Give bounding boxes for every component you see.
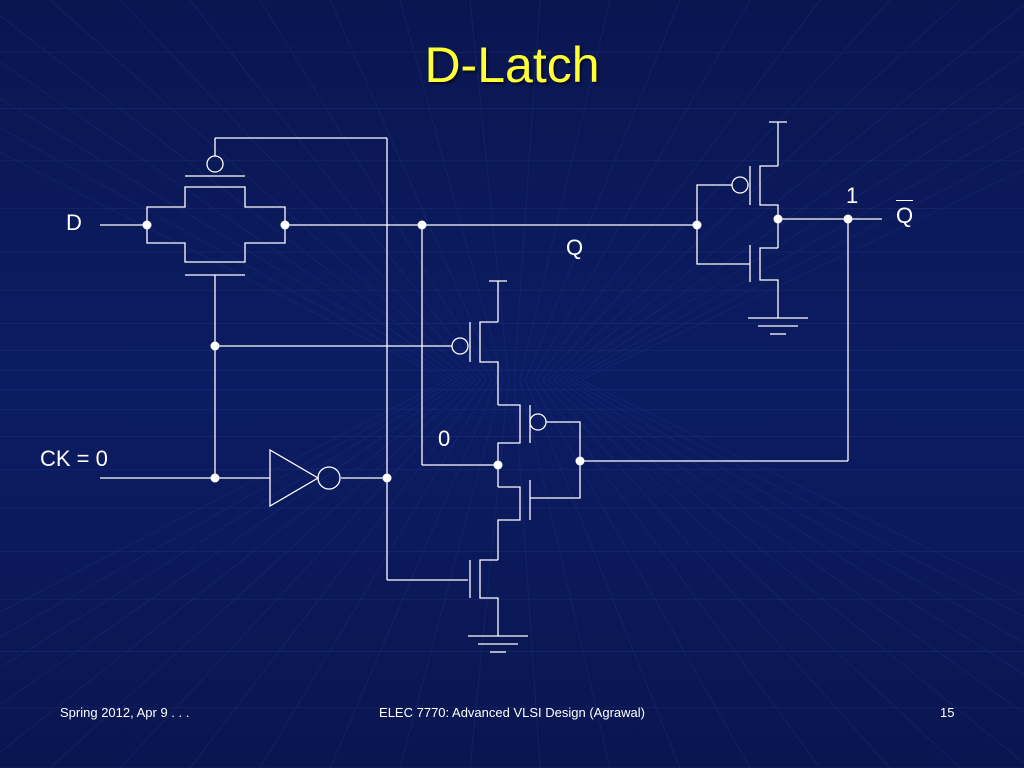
transmission-gate [100,137,387,478]
junction-dot [142,220,152,230]
internal-node-value-label: 0 [438,426,451,451]
pmos-gate-bubble [451,337,469,355]
junction-dot [210,341,220,351]
pmos-gate-bubble [529,413,547,431]
junction-dot [692,220,702,230]
clock-inverter [269,448,341,508]
junction-dot [280,220,290,230]
q-bar-value-label: 1 [846,183,859,208]
junction-dot [417,220,427,230]
junction-dot [773,214,783,224]
junction-dot [382,473,392,483]
ck-input-label: CK = 0 [40,446,108,471]
junction-dot [843,214,853,224]
slide-title: D-Latch [424,37,600,93]
footer-date: Spring 2012, Apr 9 . . . [60,705,190,720]
junction-dots [142,214,853,483]
junction-dot [575,456,585,466]
footer-course: ELEC 7770: Advanced VLSI Design (Agrawal… [379,705,645,720]
d-input-label: D [66,210,82,235]
pmos-gate-bubble [206,155,224,173]
feedback-stack [451,280,581,653]
pmos-gate-bubble [731,176,749,194]
output-inverter [696,121,808,335]
inverter-bubble [317,466,341,490]
junction-dot [493,460,503,470]
wiring [100,138,882,581]
junction-dot [210,473,220,483]
q-node-label: Q [566,235,584,260]
footer-page-number: 15 [940,705,955,720]
q-bar-output-label: Q [896,200,914,227]
